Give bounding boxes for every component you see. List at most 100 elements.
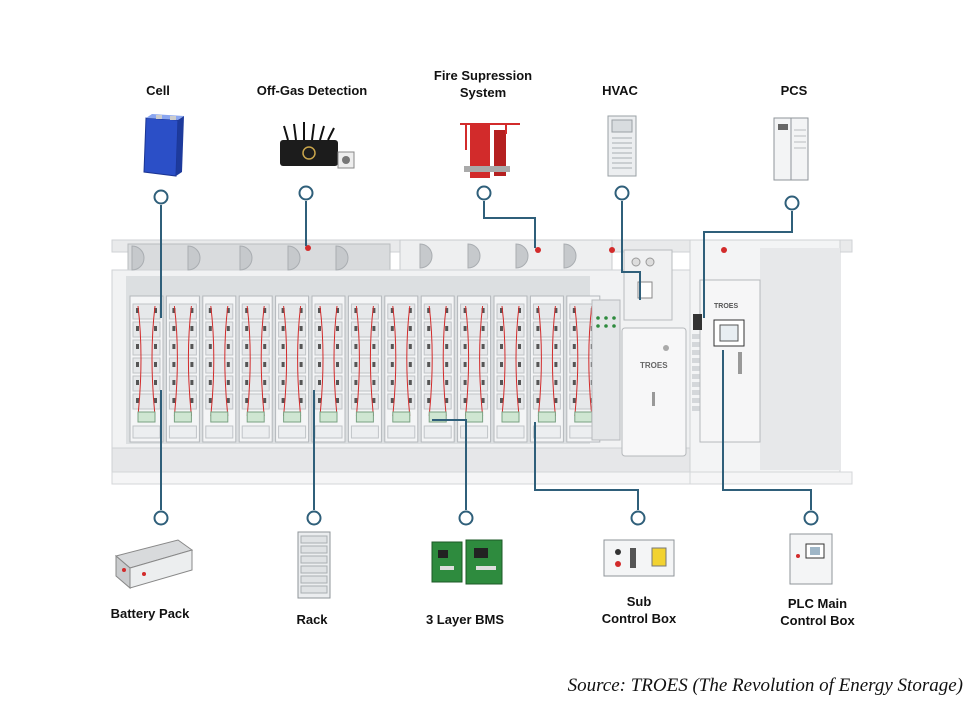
battery-module xyxy=(350,303,379,320)
battery-module xyxy=(241,303,270,320)
module-terminal xyxy=(245,362,249,367)
battery-module xyxy=(496,339,525,356)
module-terminal xyxy=(390,398,394,403)
module-terminal xyxy=(372,344,376,349)
rack-base xyxy=(496,425,525,439)
module-terminal xyxy=(172,398,176,403)
module-terminal xyxy=(154,344,157,349)
warning-light xyxy=(609,247,615,253)
rack-icon-module xyxy=(300,535,328,544)
module-terminal xyxy=(154,380,157,385)
module-terminal xyxy=(536,362,540,367)
battery-module xyxy=(387,339,416,356)
connector-node xyxy=(458,510,474,526)
module-terminal xyxy=(190,362,194,367)
module-terminal xyxy=(572,326,576,331)
module-terminal xyxy=(445,380,449,385)
module-terminal xyxy=(518,308,521,313)
module-terminal xyxy=(263,308,267,313)
duct-vent xyxy=(563,243,577,269)
battery-module xyxy=(278,357,307,374)
rack-bms xyxy=(501,411,520,423)
duct-vent xyxy=(131,245,145,271)
module-terminal xyxy=(500,344,503,349)
module-terminal xyxy=(445,398,449,403)
sub-control-box-icon xyxy=(603,539,675,577)
battery-module xyxy=(278,339,307,356)
module-terminal xyxy=(554,308,558,313)
connector-bms xyxy=(432,419,467,510)
module-terminal xyxy=(208,326,212,331)
module-terminal xyxy=(427,362,431,367)
module-terminal xyxy=(245,308,249,313)
module-terminal xyxy=(136,326,139,331)
duct-vent xyxy=(239,245,253,271)
rack-base xyxy=(532,425,561,439)
module-terminal xyxy=(536,326,540,331)
battery-module xyxy=(532,339,561,356)
module-terminal xyxy=(354,380,358,385)
module-terminal xyxy=(299,398,303,403)
module-terminal xyxy=(500,398,503,403)
module-terminal xyxy=(354,308,358,313)
module-terminal xyxy=(445,326,449,331)
module-terminal xyxy=(226,308,230,313)
module-terminal xyxy=(518,380,521,385)
module-terminal xyxy=(372,326,376,331)
module-terminal xyxy=(172,362,176,367)
rack-bms xyxy=(173,411,192,423)
connector-node xyxy=(784,195,800,211)
battery-module xyxy=(387,303,416,320)
module-terminal xyxy=(554,362,558,367)
rack-bms xyxy=(428,411,447,423)
module-terminal xyxy=(408,308,412,313)
battery-module xyxy=(241,357,270,374)
module-terminal xyxy=(445,362,449,367)
module-terminal xyxy=(500,380,503,385)
module-terminal xyxy=(299,344,303,349)
rack-bms xyxy=(137,411,156,423)
module-terminal xyxy=(354,398,358,403)
rack-bms xyxy=(355,411,374,423)
pcs-icon xyxy=(773,117,809,181)
module-terminal xyxy=(336,398,339,403)
module-terminal xyxy=(245,344,249,349)
cell-icon xyxy=(143,114,184,177)
duct-vent xyxy=(515,243,529,269)
module-terminal xyxy=(263,362,267,367)
module-terminal xyxy=(554,398,558,403)
battery-module xyxy=(423,339,452,356)
module-terminal xyxy=(318,398,321,403)
duct-vents xyxy=(131,243,577,271)
module-terminal xyxy=(208,362,212,367)
module-terminal xyxy=(318,308,321,313)
module-terminal xyxy=(572,344,576,349)
vent-slat xyxy=(692,382,702,387)
connector-node xyxy=(803,510,819,526)
module-terminal xyxy=(154,398,157,403)
rack-base xyxy=(387,425,416,439)
module-terminal xyxy=(263,398,267,403)
vent-slat xyxy=(692,334,702,339)
connector-fire xyxy=(483,201,536,248)
connector-node xyxy=(153,510,169,526)
module-terminal xyxy=(281,380,285,385)
module-terminal xyxy=(263,380,267,385)
fire-suppression-cabinet: TROES xyxy=(621,327,687,457)
rack-cable xyxy=(465,305,484,417)
rack-bms xyxy=(574,411,593,423)
module-terminal xyxy=(427,380,431,385)
module-terminal xyxy=(463,326,467,331)
module-terminal xyxy=(336,326,339,331)
module-terminal xyxy=(390,326,394,331)
module-terminal xyxy=(172,344,176,349)
fire-suppression-icon xyxy=(460,123,520,178)
panel-leds xyxy=(596,316,616,328)
module-terminal xyxy=(281,344,285,349)
battery-module xyxy=(241,339,270,356)
label-hvac: HVAC xyxy=(602,83,638,98)
battery-module xyxy=(132,339,161,356)
module-terminal xyxy=(208,398,212,403)
module-terminal xyxy=(136,308,139,313)
